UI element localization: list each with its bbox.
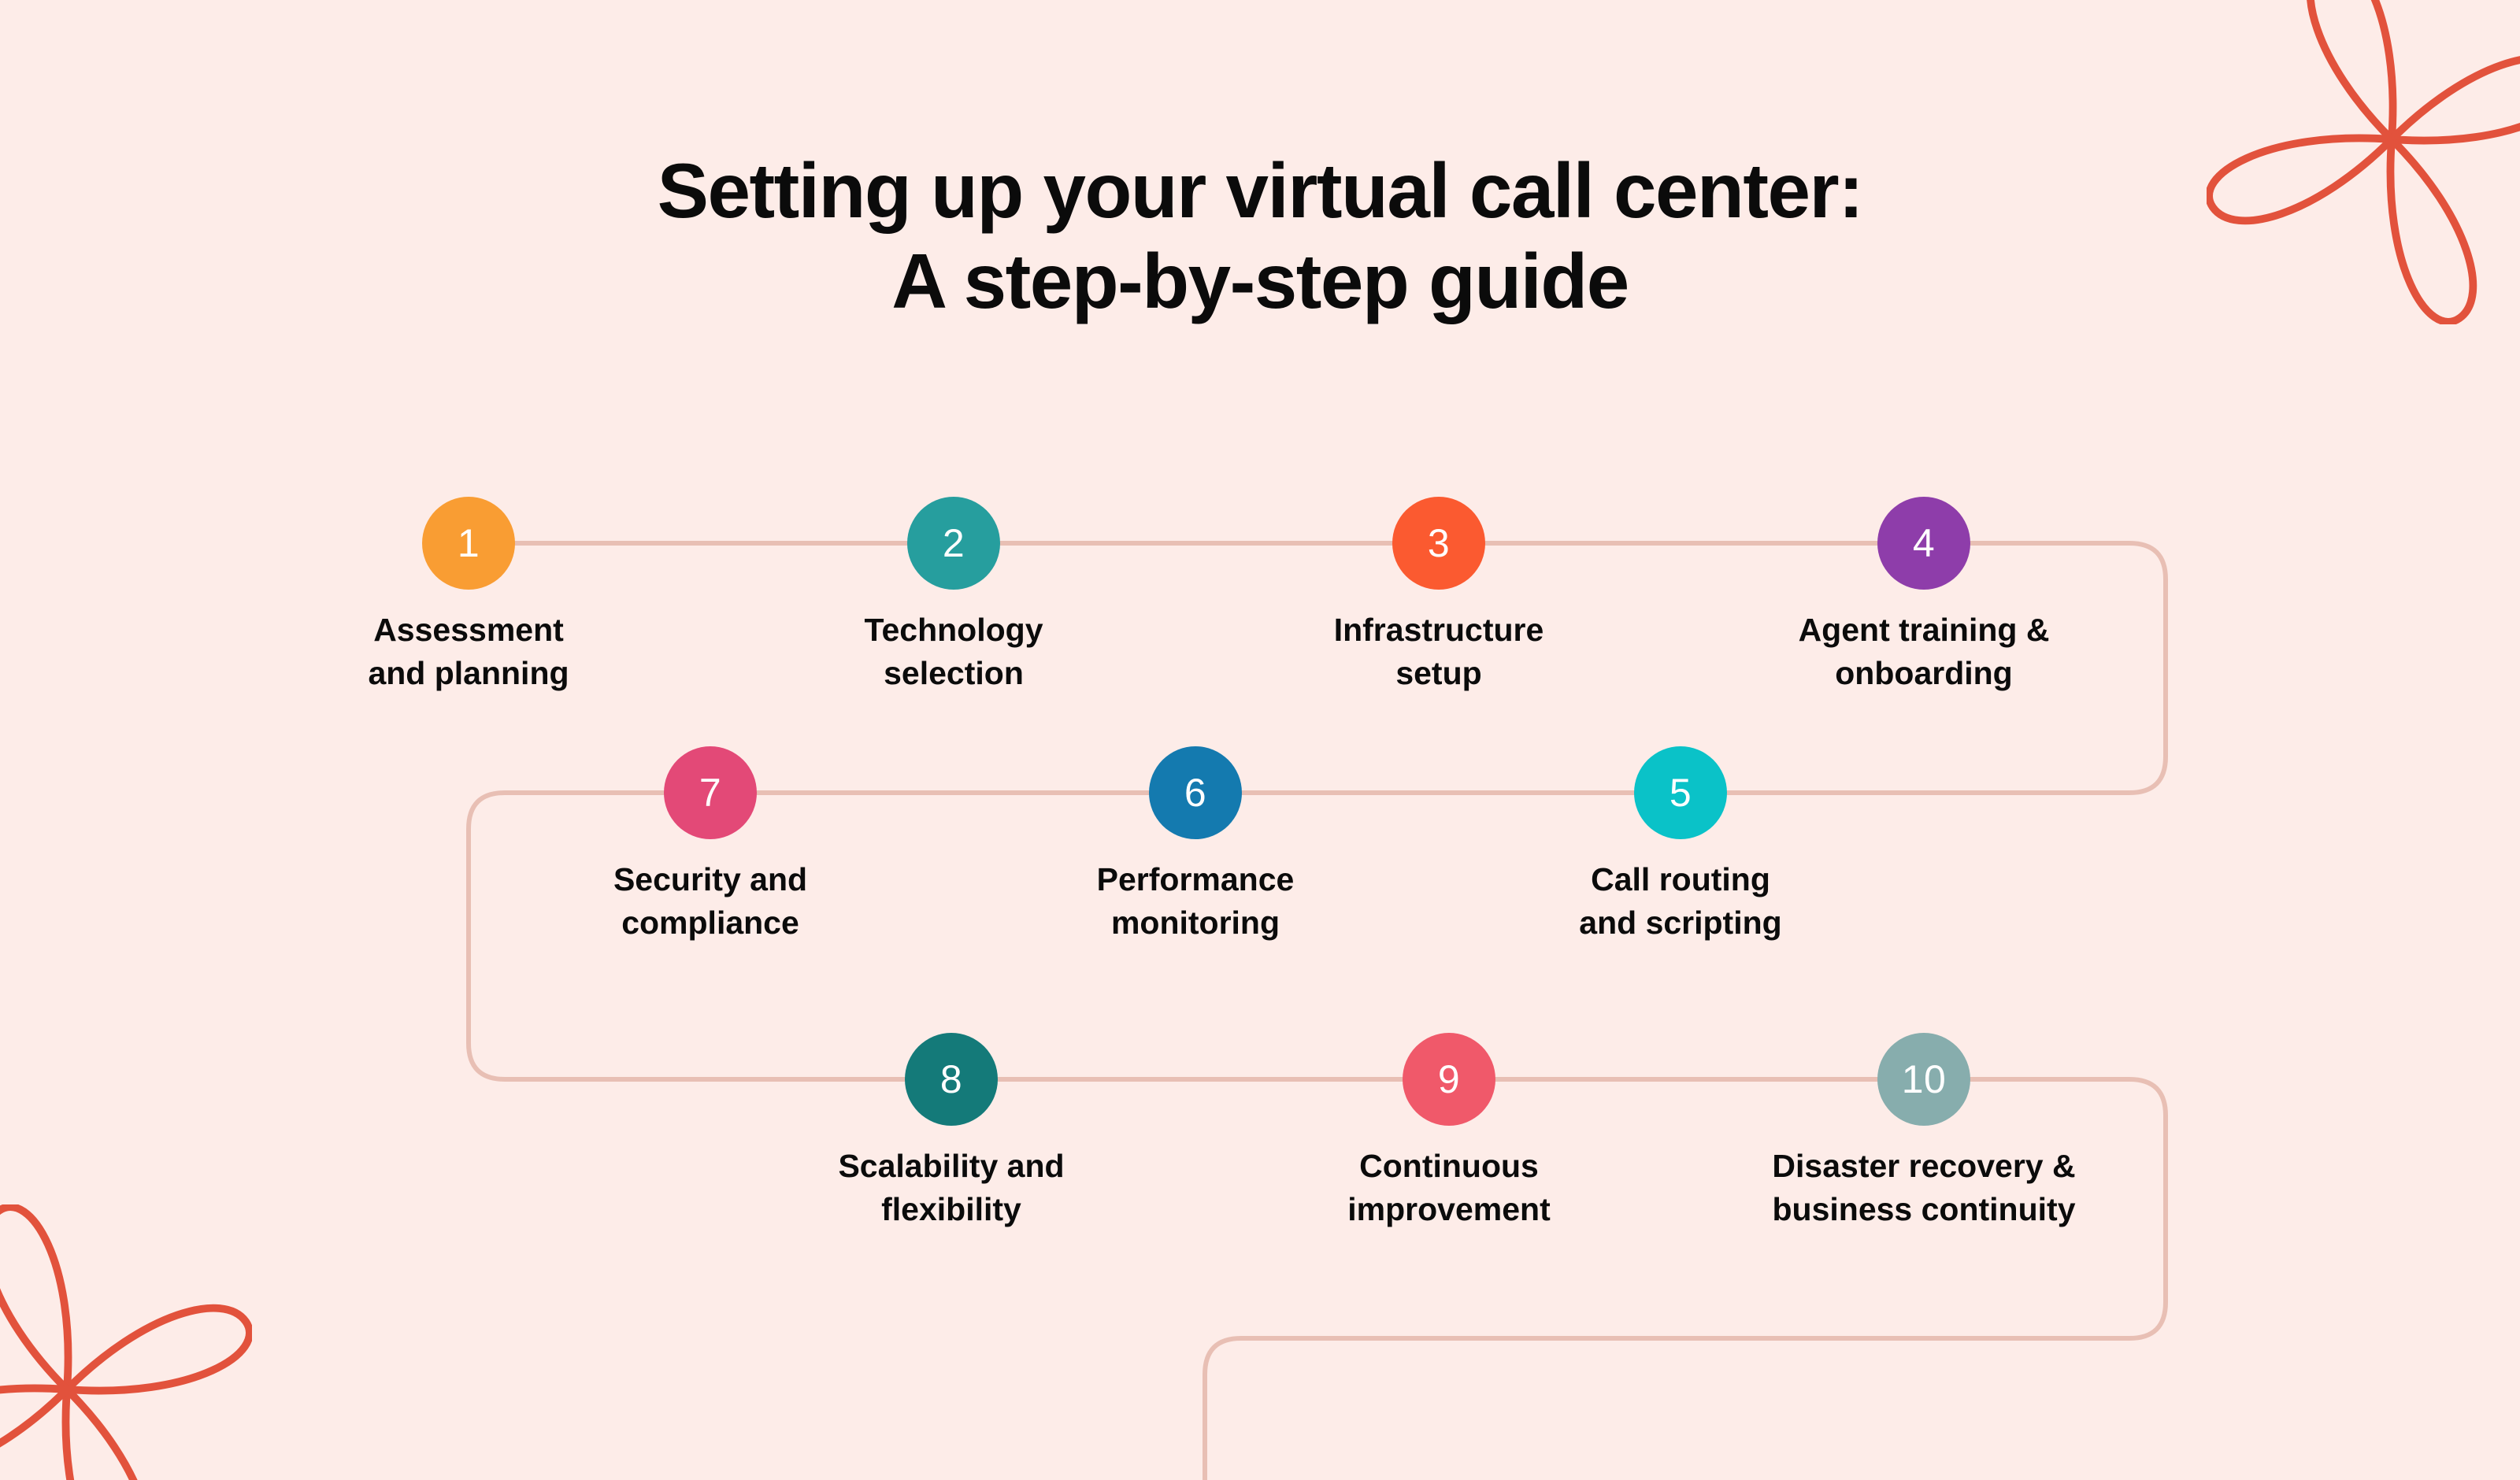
connector-line	[466, 541, 2168, 1480]
step-number-badge-8[interactable]: 8	[905, 1033, 998, 1126]
step-number-badge-7[interactable]: 7	[664, 746, 757, 839]
step-label-6: Performance monitoring	[1096, 861, 1295, 941]
step-number-badge-1[interactable]: 1	[422, 497, 515, 590]
step-number-badge-5[interactable]: 5	[1634, 746, 1727, 839]
step-label-4: Agent training & onboarding	[1798, 612, 2050, 691]
step-number-badge-9[interactable]: 9	[1403, 1033, 1495, 1126]
step-number-badge-3[interactable]: 3	[1392, 497, 1485, 590]
step-label-10: Disaster recovery & business continuity	[1772, 1148, 2076, 1227]
step-label-7: Security and compliance	[613, 861, 808, 941]
step-number-badge-4[interactable]: 4	[1877, 497, 1970, 590]
step-label-3: Infrastructure setup	[1333, 612, 1544, 691]
step-label-5: Call routing and scripting	[1579, 861, 1782, 941]
step-label-8: Scalability and flexibility	[838, 1148, 1065, 1227]
step-number-badge-2[interactable]: 2	[907, 497, 1000, 590]
title-block: Setting up your virtual call center: A s…	[0, 146, 2520, 326]
step-number-badge-6[interactable]: 6	[1149, 746, 1242, 839]
step-label-9: Continuous improvement	[1347, 1148, 1551, 1227]
step-label-1: Assessment and planning	[368, 612, 569, 691]
page-title: Setting up your virtual call center: A s…	[657, 147, 1864, 324]
step-number-badge-10[interactable]: 10	[1877, 1033, 1970, 1126]
step-label-2: Technology selection	[864, 612, 1043, 691]
